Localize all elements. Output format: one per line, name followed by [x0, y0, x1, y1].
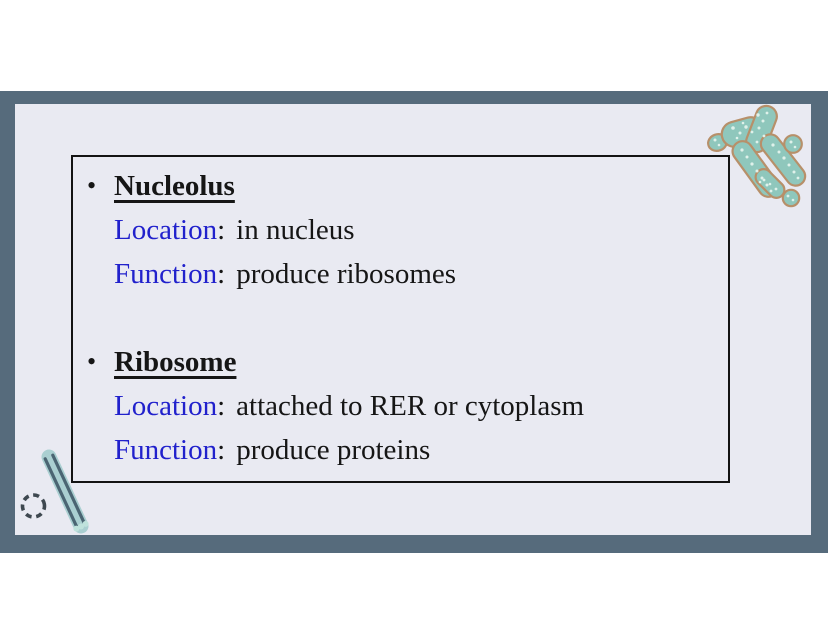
organelle-vesicle: [783, 134, 803, 154]
function-row: Function: produce ribosomes: [87, 252, 718, 296]
function-row: Function: produce proteins: [87, 428, 718, 472]
rod-tip: [82, 520, 89, 527]
bullet-item-nucleolus: • Nucleolus: [87, 164, 718, 208]
row-value: produce proteins: [236, 433, 431, 466]
bullet-icon: •: [87, 171, 97, 200]
row-label: Function: [114, 433, 218, 466]
rod-bundle: [41, 449, 89, 534]
colon-text: :: [217, 433, 226, 466]
row-value: in nucleus: [236, 213, 355, 246]
location-row: Location: in nucleus: [87, 208, 718, 252]
row-value: attached to RER or cytoplasm: [236, 389, 585, 422]
section-title: Ribosome: [114, 345, 237, 378]
bullet-icon: •: [87, 347, 97, 376]
colon-text: :: [217, 213, 226, 246]
dashed-circle-icon: [20, 493, 47, 519]
row-label: Location: [114, 389, 218, 422]
rod-tip: [73, 525, 80, 532]
row-value: produce ribosomes: [236, 257, 457, 290]
content-textbox: • Nucleolus Location: in nucleus Function…: [71, 155, 730, 483]
row-label: Function: [114, 257, 218, 290]
organelle-vesicle: [781, 188, 801, 208]
rod-stripe: [43, 457, 79, 530]
slide-background: [15, 104, 811, 535]
section-gap: [87, 296, 718, 340]
location-row: Location: attached to RER or cytoplasm: [87, 384, 718, 428]
organelle-speckles: [713, 111, 800, 202]
colon-text: :: [217, 257, 226, 290]
rod-stripe: [51, 453, 87, 526]
centriole-rods-illustration: [20, 449, 89, 534]
section-title: Nucleolus: [114, 169, 235, 202]
organelle-cluster-illustration: [707, 104, 807, 208]
rod-tip: [78, 523, 84, 530]
bullet-item-ribosome: • Ribosome: [87, 340, 718, 384]
colon-text: :: [217, 389, 226, 422]
row-label: Location: [114, 213, 218, 246]
